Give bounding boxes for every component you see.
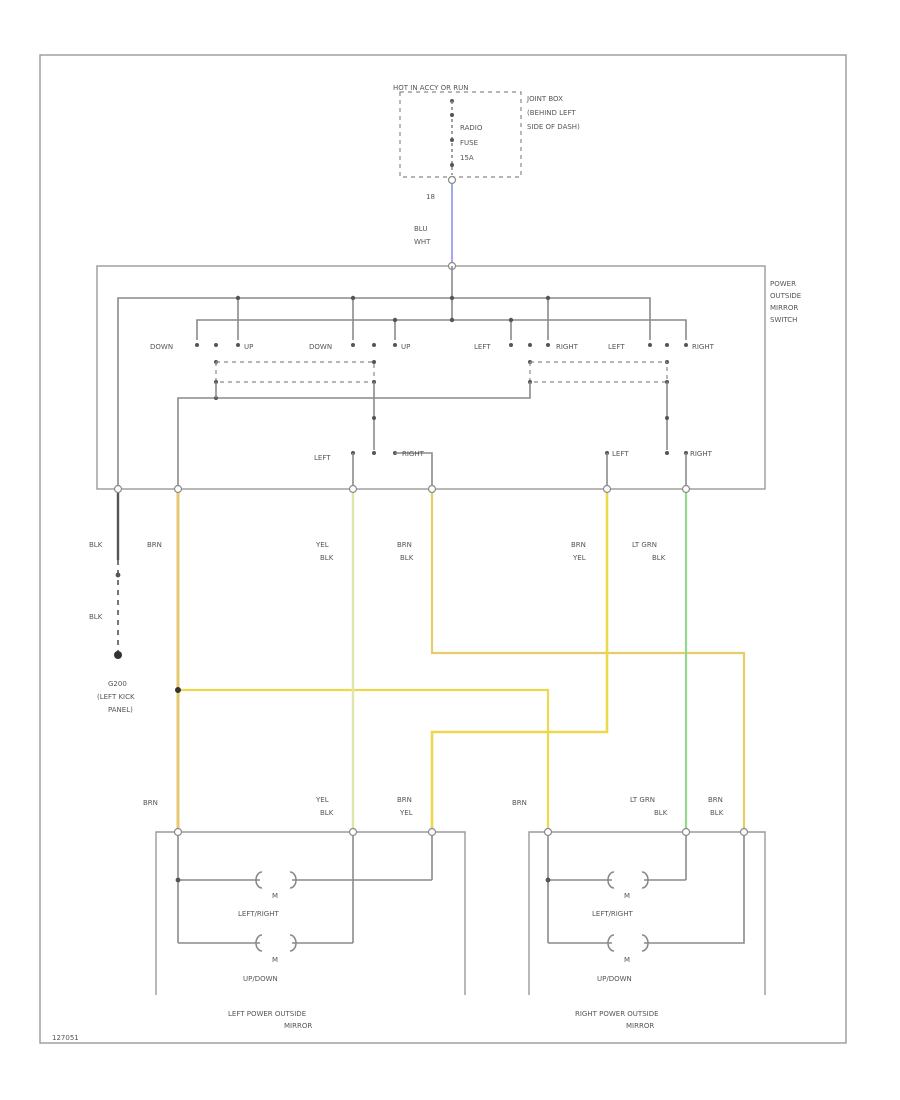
switch-pos-right-2: RIGHT xyxy=(692,343,715,351)
switch-pos-right-1: RIGHT xyxy=(556,343,579,351)
switch-title-3: MIRROR xyxy=(770,304,798,312)
right-mirror-wire-1: BRN xyxy=(512,799,527,807)
switch-pos-up-2: UP xyxy=(401,343,410,351)
switch-pos-down-2: DOWN xyxy=(309,343,332,351)
left-mirror-wire-1: BRN xyxy=(143,799,158,807)
mirror-switch: POWER OUTSIDE MIRROR SWITCH DOWN UP DOWN… xyxy=(96,261,801,494)
switch-pos-left-1: LEFT xyxy=(474,343,491,351)
left-mirror-title-2: MIRROR xyxy=(284,1022,312,1030)
ground-wire-top-color: BLK xyxy=(89,541,103,549)
left-mirror: BRN YEL BLK BRN YEL M LEFT/RIGHT M UP/DO… xyxy=(143,796,466,1030)
switch-title-4: SWITCH xyxy=(770,316,797,324)
right-mirror-ud-label: UP/DOWN xyxy=(597,975,632,983)
selector-left-1: LEFT xyxy=(314,454,331,462)
right-mirror-lr-symbol: M xyxy=(624,892,630,900)
right-mirror-wire-3b: BLK xyxy=(710,809,724,817)
left-mirror-outline xyxy=(155,831,466,995)
wire-label-brn: BRN xyxy=(147,541,162,549)
right-mirror-wire-2a: LT GRN xyxy=(630,796,655,804)
wire-label-blk-1: BLK xyxy=(320,554,334,562)
right-mirror-title-2: MIRROR xyxy=(626,1022,654,1030)
wire-brn-blk xyxy=(430,493,746,828)
switch-pos-down-1: DOWN xyxy=(150,343,173,351)
switch-title-1: POWER xyxy=(770,280,796,288)
wire-brn-yel xyxy=(430,493,609,828)
location-line-2: (BEHIND LEFT xyxy=(527,109,576,117)
fuse-header: HOT IN ACCY OR RUN xyxy=(393,84,468,92)
ground-location-2: PANEL) xyxy=(108,706,133,714)
left-mirror-ud-symbol: M xyxy=(272,956,278,964)
wire-label-brn-3: BRN xyxy=(571,541,586,549)
wire-label-yel: YEL xyxy=(315,541,329,549)
left-mirror-lr-label: LEFT/RIGHT xyxy=(238,910,279,918)
selector-right-2: RIGHT xyxy=(690,450,713,458)
fuse-label: FUSE xyxy=(460,139,478,147)
harness-wires xyxy=(175,493,746,828)
left-mirror-wire-2b: BLK xyxy=(320,809,334,817)
right-mirror-wire-2b: BLK xyxy=(654,809,668,817)
fuse-name: RADIO xyxy=(460,124,483,132)
switch-outline xyxy=(96,265,766,490)
fuse-box: HOT IN ACCY OR RUN RADIO FUSE 15A JOINT … xyxy=(393,84,580,201)
right-mirror-lr-label: LEFT/RIGHT xyxy=(592,910,633,918)
right-mirror: BRN LT GRN BLK BRN BLK M LEFT/RIGHT M UP… xyxy=(512,796,766,1030)
diagram-frame xyxy=(39,54,847,1044)
ground-wire-bottom-color: BLK xyxy=(89,613,103,621)
joint-box-outline xyxy=(399,91,522,178)
switch-pos-up-1: UP xyxy=(244,343,253,351)
ground-name: G200 xyxy=(108,680,127,688)
left-mirror-lr-symbol: M xyxy=(272,892,278,900)
wire-label-yel-2: YEL xyxy=(572,554,586,562)
left-mirror-title-1: LEFT POWER OUTSIDE xyxy=(228,1010,306,1018)
switch-title-2: OUTSIDE xyxy=(770,292,801,300)
feed-wire-color-2: WHT xyxy=(414,238,431,246)
ground-location-1: (LEFT KICK xyxy=(97,693,135,701)
location-line-1: JOINT BOX xyxy=(526,95,563,103)
feed-wire-color-1: BLU xyxy=(414,225,427,233)
left-mirror-wire-3b: YEL xyxy=(399,809,413,817)
ground-g200: BLK BLK G200 (LEFT KICK PANEL) xyxy=(89,493,135,714)
diagram-id: 127051 xyxy=(52,1034,79,1042)
wire-label-blk-2: BLK xyxy=(400,554,414,562)
wire-label-ltgrn: LT GRN xyxy=(632,541,657,549)
left-mirror-wire-3a: BRN xyxy=(397,796,412,804)
fuse-terminal: 18 xyxy=(426,193,435,201)
selector-left-2: LEFT xyxy=(612,450,629,458)
right-mirror-ud-symbol: M xyxy=(624,956,630,964)
left-mirror-wire-2a: YEL xyxy=(315,796,329,804)
right-mirror-outline xyxy=(528,831,766,995)
switch-pos-left-2: LEFT xyxy=(608,343,625,351)
left-mirror-ud-label: UP/DOWN xyxy=(243,975,278,983)
fuse-rating: 15A xyxy=(460,154,474,162)
selector-right-1: RIGHT xyxy=(402,450,425,458)
right-mirror-title-1: RIGHT POWER OUTSIDE xyxy=(575,1010,659,1018)
wire-brn-right xyxy=(178,688,550,828)
location-line-3: SIDE OF DASH) xyxy=(527,123,580,131)
wire-label-brn-2: BRN xyxy=(397,541,412,549)
right-mirror-wire-3a: BRN xyxy=(708,796,723,804)
ground-symbol xyxy=(114,651,122,659)
wire-label-blk-3: BLK xyxy=(652,554,666,562)
